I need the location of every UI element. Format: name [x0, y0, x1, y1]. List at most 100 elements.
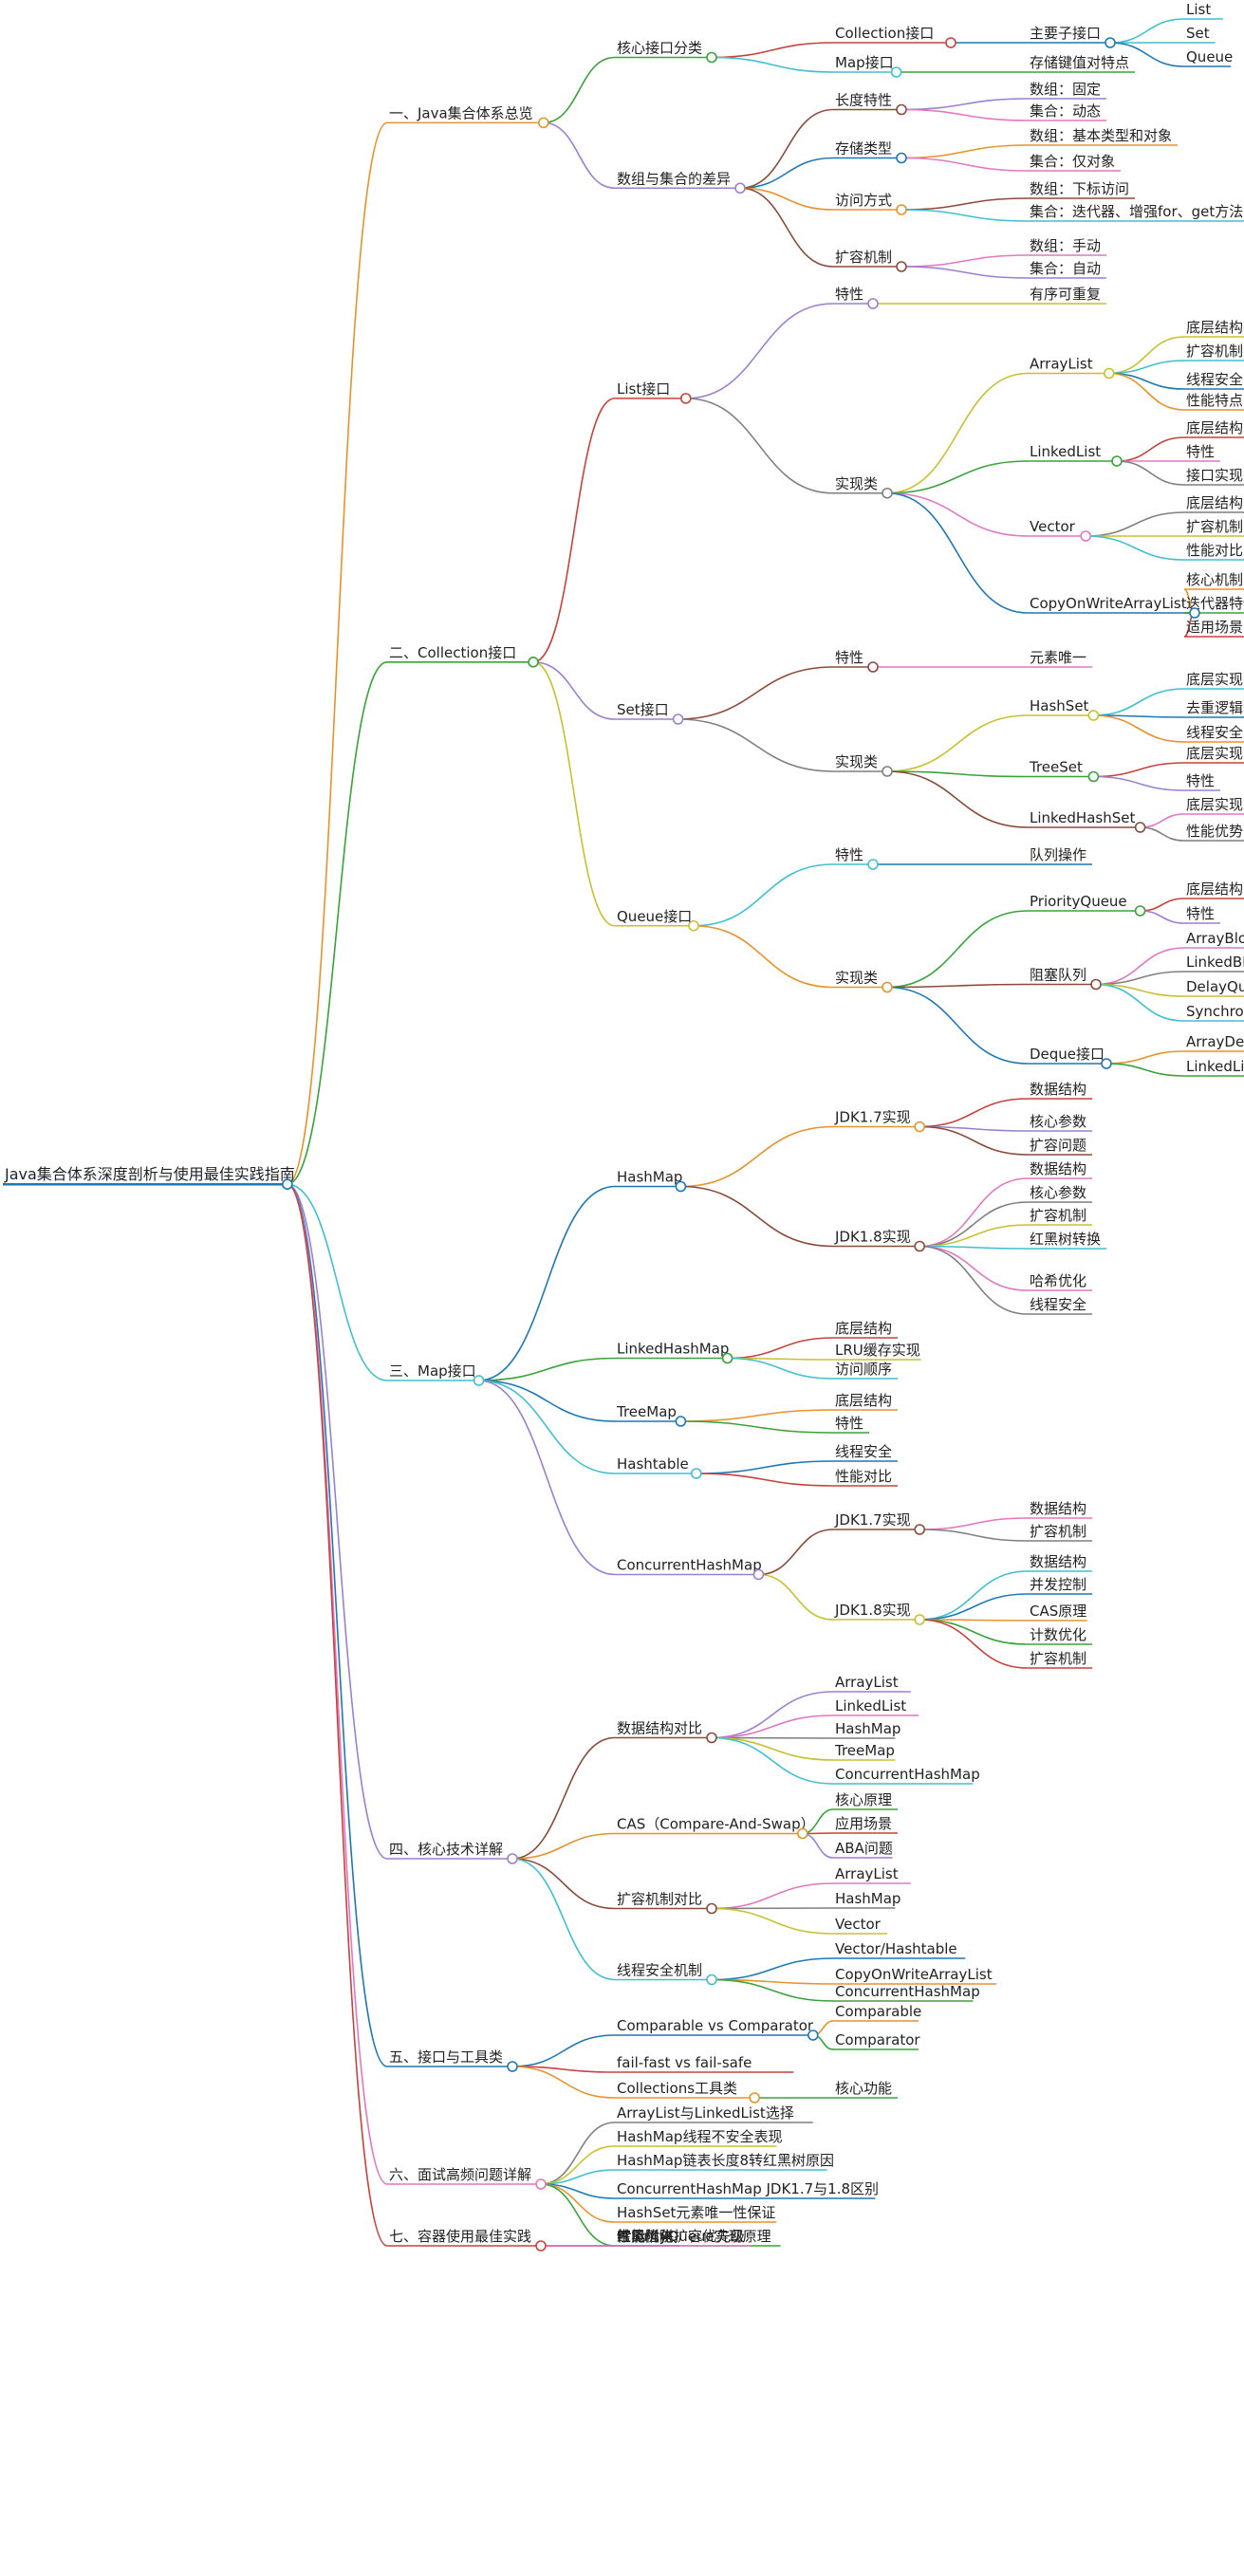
expand-toggle-icon[interactable] — [867, 298, 879, 309]
expand-toggle-icon[interactable] — [507, 1853, 518, 1864]
connector-edge — [532, 661, 616, 720]
connector-edge — [727, 1337, 834, 1360]
connector-edge — [919, 1529, 1029, 1542]
expand-toggle-icon[interactable] — [890, 66, 902, 78]
node-label-node-60: 特性 — [835, 846, 863, 863]
node-label-priorityqueue-139: PriorityQueue实现原理 — [617, 2228, 771, 2245]
expand-toggle-icon[interactable] — [535, 2240, 547, 2252]
node-label-linkedlist-33: LinkedList — [1030, 443, 1101, 460]
connector-edge — [739, 187, 834, 211]
expand-toggle-icon[interactable] — [706, 1974, 717, 1986]
expand-toggle-icon[interactable] — [507, 2061, 518, 2072]
connector-edge — [287, 1183, 388, 2067]
node-label-node-84: 红黑树转换 — [1030, 1231, 1101, 1248]
node-label-node-116: 应用场景 — [835, 1815, 892, 1832]
node-label-node-34: 底层结构 — [1186, 419, 1243, 436]
connector-edge — [678, 718, 834, 772]
node-label-hashmap-120: HashMap — [835, 1890, 901, 1907]
node-label-node-14: 存储类型 — [835, 140, 892, 158]
node-label-node-39: 扩容机制 — [1186, 518, 1243, 535]
expand-toggle-icon[interactable] — [675, 1180, 687, 1193]
expand-toggle-icon[interactable] — [882, 766, 893, 777]
expand-toggle-icon[interactable] — [1134, 905, 1146, 917]
expand-toggle-icon[interactable] — [1134, 822, 1146, 833]
expand-toggle-icon[interactable] — [706, 51, 717, 64]
node-label-node-107: 四、核心技术详解 — [389, 1841, 503, 1858]
expand-toggle-icon[interactable] — [1111, 455, 1123, 467]
expand-toggle-icon[interactable] — [896, 261, 907, 272]
node-label-vector-hashtable-123: Vector/Hashtable — [835, 1940, 957, 1957]
expand-toggle-icon[interactable] — [882, 981, 893, 993]
node-label-node-79: 扩容问题 — [1030, 1137, 1086, 1154]
node-label-node-85: 哈希优化 — [1030, 1272, 1086, 1289]
node-label-linkedblockingqueue-68: LinkedBlockingQueue — [1186, 954, 1244, 971]
expand-toggle-icon[interactable] — [721, 1352, 733, 1364]
connector-edge — [901, 108, 1029, 121]
connector-edge — [478, 1357, 616, 1381]
connector-edge — [901, 157, 1029, 172]
expand-toggle-icon[interactable] — [882, 487, 893, 499]
node-label-linkedhashmap-87: LinkedHashMap — [617, 1341, 729, 1358]
expand-toggle-icon[interactable] — [914, 1121, 926, 1133]
expand-toggle-icon[interactable] — [867, 661, 879, 673]
expand-toggle-icon[interactable] — [896, 204, 907, 215]
node-label-list-24: List接口 — [617, 380, 670, 398]
connector-edge — [1109, 42, 1185, 67]
expand-toggle-icon[interactable] — [734, 182, 746, 195]
expand-toggle-icon[interactable] — [807, 2029, 819, 2041]
node-label-arraydeque-72: ArrayDeque — [1186, 1033, 1244, 1050]
connector-edge — [1108, 336, 1185, 375]
node-label-node-126: 五、接口与工具类 — [389, 2048, 503, 2066]
expand-toggle-icon[interactable] — [706, 1732, 717, 1744]
expand-toggle-icon[interactable] — [281, 1178, 293, 1190]
expand-toggle-icon[interactable] — [1104, 367, 1115, 380]
expand-toggle-icon[interactable] — [1087, 770, 1100, 783]
expand-toggle-icon[interactable] — [896, 103, 907, 116]
expand-toggle-icon[interactable] — [749, 2092, 761, 2103]
connector-edge — [543, 121, 616, 190]
expand-toggle-icon[interactable] — [535, 2178, 547, 2190]
expand-toggle-icon[interactable] — [945, 37, 956, 48]
expand-toggle-icon[interactable] — [690, 1468, 702, 1479]
connector-edge — [919, 1570, 1029, 1621]
expand-toggle-icon[interactable] — [1090, 978, 1102, 991]
connector-edge — [919, 1245, 1029, 1250]
connector-edge — [478, 1185, 616, 1381]
expand-toggle-icon[interactable] — [1080, 530, 1091, 542]
expand-toggle-icon[interactable] — [528, 657, 539, 668]
expand-toggle-icon[interactable] — [706, 1902, 717, 1915]
expand-toggle-icon[interactable] — [1105, 37, 1116, 48]
node-label-node-9: 存储键值对特点 — [1030, 54, 1129, 71]
connector-edge — [919, 1593, 1029, 1621]
node-label-node-43: 迭代器特性 — [1186, 595, 1244, 612]
expand-toggle-icon[interactable] — [896, 152, 907, 164]
expand-toggle-icon[interactable] — [1101, 1058, 1112, 1069]
node-label-node-38: 底层结构 — [1186, 494, 1243, 511]
expand-toggle-icon[interactable] — [914, 1614, 926, 1625]
connector-edge — [711, 1714, 834, 1739]
expand-toggle-icon[interactable] — [914, 1524, 926, 1535]
node-label-aba-117: ABA问题 — [835, 1840, 893, 1857]
connector-edge — [919, 1619, 1029, 1645]
expand-toggle-icon[interactable] — [796, 1827, 808, 1840]
expand-toggle-icon[interactable] — [537, 117, 549, 129]
expand-toggle-icon[interactable] — [679, 393, 692, 404]
expand-toggle-icon[interactable] — [867, 859, 879, 870]
node-label-vector-121: Vector — [835, 1916, 882, 1933]
expand-toggle-icon[interactable] — [672, 713, 684, 725]
connector-edge — [919, 1619, 1029, 1669]
node-label-node-133: 六、面试高频问题详解 — [389, 2166, 531, 2183]
connector-edge — [287, 121, 388, 1185]
connector-edge — [532, 398, 616, 663]
expand-toggle-icon[interactable] — [1189, 607, 1200, 619]
expand-toggle-icon[interactable] — [752, 1568, 765, 1581]
expand-toggle-icon[interactable] — [914, 1240, 926, 1252]
connector-edge — [901, 197, 1029, 211]
node-label-arraylist-28: ArrayList — [1030, 356, 1093, 373]
expand-toggle-icon[interactable] — [1087, 710, 1100, 721]
connector-edge — [919, 1517, 1029, 1530]
expand-toggle-icon[interactable] — [675, 1416, 687, 1427]
node-label-node-44: 适用场景 — [1186, 619, 1243, 636]
expand-toggle-icon[interactable] — [473, 1375, 485, 1386]
expand-toggle-icon[interactable] — [688, 919, 699, 932]
